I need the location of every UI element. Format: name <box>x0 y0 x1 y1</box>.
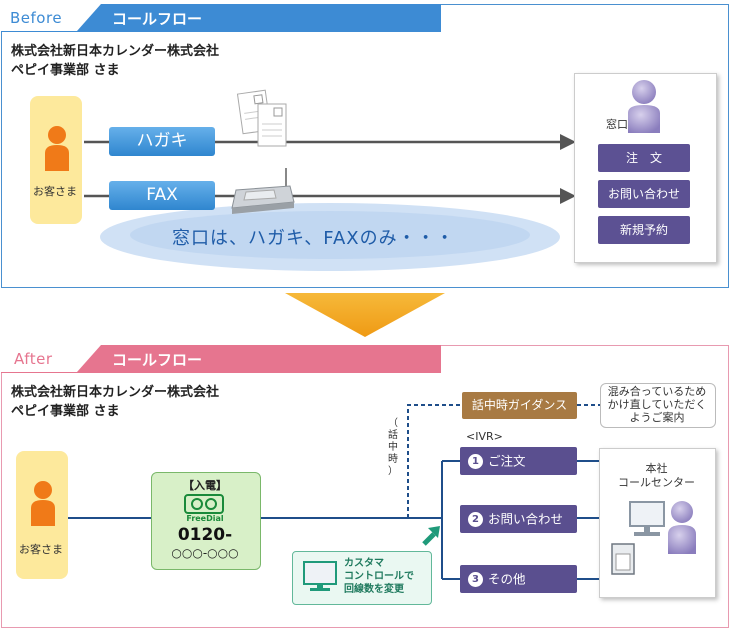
window-button-inquiry: お問い合わせ <box>598 180 690 208</box>
busy-message-line: 混み合っているため <box>607 385 707 398</box>
option-number: 2 <box>468 512 483 527</box>
call-center-icon <box>611 501 696 575</box>
customer-control-text: カスタマ コントロールで 回線数を変更 <box>344 557 414 596</box>
busy-vertical-label: （ 話 中 時 ） <box>386 418 400 478</box>
busy-message-line: ようご案内 <box>629 411 685 424</box>
ivr-label: <IVR> <box>466 430 503 443</box>
before-cloud-text: 窓口は、ハガキ、FAXのみ・・・ <box>172 228 455 249</box>
after-tab-word: After <box>14 350 53 368</box>
ivr-option-order: 1 ご注文 <box>460 447 577 475</box>
option-label: ご注文 <box>488 453 526 469</box>
transition-arrow-icon <box>285 293 445 337</box>
phone-prefix: 0120- <box>177 525 233 545</box>
ivr-option-other: 3 その他 <box>460 565 577 593</box>
busy-message-line: かけ直していただく <box>607 398 707 411</box>
after-tab <box>1 345 441 373</box>
ivr-option-inquiry: 2 お問い合わせ <box>460 505 577 533</box>
company-dept: ペピイ事業部 さま <box>11 63 120 78</box>
window-button-new-reservation: 新規予約 <box>598 216 690 244</box>
before-company: 株式会社新日本カレンダー株式会社 ペピイ事業部 さま <box>11 42 219 80</box>
operator-person-icon <box>628 80 660 133</box>
option-label: その他 <box>488 571 526 587</box>
customer-person-icon <box>31 481 55 526</box>
customer-person-icon <box>45 126 69 171</box>
freedial-card <box>151 472 261 570</box>
busy-vertical-char: 時 <box>388 454 398 465</box>
window-button-order: 注 文 <box>598 144 690 172</box>
customer-control-line: コントロールで <box>344 571 414 582</box>
before-customer-label: お客さま <box>33 185 77 198</box>
before-tab <box>1 4 441 32</box>
phone-rest: ○○○-○○○ <box>171 546 239 560</box>
before-flow-lines <box>84 134 576 271</box>
busy-message-box <box>600 383 716 428</box>
after-company: 株式会社新日本カレンダー株式会社 ペピイ事業部 さま <box>11 383 219 421</box>
hq-label-line: コールセンター <box>618 476 695 489</box>
customer-control-line: 回線数を変更 <box>344 584 404 595</box>
busy-guidance-box: 話中時ガイダンス <box>462 392 577 419</box>
before-tab-word: Before <box>10 9 63 27</box>
customer-control-line: カスタマ <box>344 558 384 569</box>
freedial-logo-icon <box>184 494 224 514</box>
before-tab-title: コールフロー <box>112 10 203 28</box>
busy-message-text: 混み合っているため かけ直していただく ようご案内 <box>600 385 714 424</box>
channel-postcard: ハガキ <box>109 127 215 156</box>
company-dept: ペピイ事業部 さま <box>11 404 120 419</box>
after-customer-label: お客さま <box>19 543 63 556</box>
window-label: 窓口 <box>606 118 628 131</box>
option-label: お問い合わせ <box>488 511 564 527</box>
fax-machine-icon <box>231 168 295 214</box>
channel-fax: FAX <box>109 181 215 210</box>
company-name: 株式会社新日本カレンダー株式会社 <box>11 44 220 59</box>
freedial-label: FreeDial <box>186 514 224 523</box>
postcard-icon <box>236 89 287 147</box>
hq-label: 本社 コールセンター <box>599 462 714 490</box>
option-number: 3 <box>468 572 483 587</box>
option-number: 1 <box>468 454 483 469</box>
busy-vertical-char: 話 <box>388 430 398 441</box>
after-tab-title: コールフロー <box>112 351 203 369</box>
incoming-label: 【入電】 <box>183 479 227 492</box>
computer-monitor-icon <box>303 561 337 591</box>
busy-vertical-char: 中 <box>388 442 398 453</box>
hq-label-line: 本社 <box>645 462 668 475</box>
company-name: 株式会社新日本カレンダー株式会社 <box>11 385 220 400</box>
busy-vertical-char: （ <box>388 418 398 429</box>
busy-vertical-char: ） <box>388 466 398 477</box>
